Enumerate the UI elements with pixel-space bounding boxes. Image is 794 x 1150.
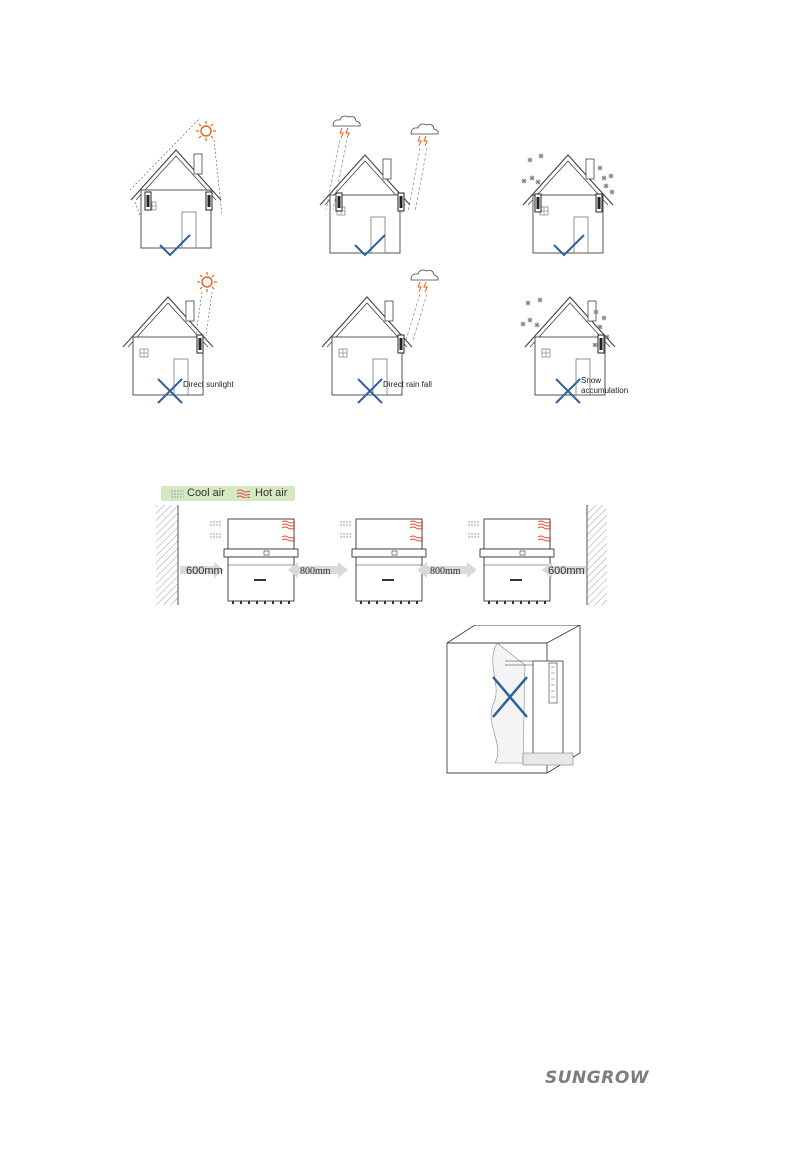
legend-cool-air: Cool air bbox=[187, 487, 225, 499]
sungrow-logo: SUNGROW bbox=[545, 1068, 649, 1088]
right-wall bbox=[587, 505, 607, 605]
distance-between-2: 800mm bbox=[430, 566, 461, 577]
enclosed-installation-figure bbox=[445, 625, 585, 775]
house-sun-correct bbox=[130, 118, 222, 248]
house-snow-correct bbox=[522, 154, 615, 254]
house-rain-wrong bbox=[322, 270, 438, 395]
left-wall bbox=[156, 505, 178, 605]
house-rain-correct bbox=[320, 116, 438, 253]
weather-installation-figure bbox=[0, 0, 794, 420]
air-legend: Cool air Hot air bbox=[161, 486, 295, 501]
inverter-unit bbox=[480, 519, 554, 604]
hot-air-icon bbox=[237, 489, 251, 498]
cool-air-icon bbox=[171, 489, 185, 498]
distance-between-1: 800mm bbox=[300, 566, 331, 577]
house-sun-wrong bbox=[123, 272, 217, 395]
inverter-unit bbox=[352, 519, 426, 604]
legend-hot-air: Hot air bbox=[255, 487, 287, 499]
clearance-diagram bbox=[150, 505, 610, 605]
inverter-unit bbox=[224, 519, 298, 604]
caption-snow-accumulation: Snow accumulation bbox=[581, 376, 636, 396]
distance-right-wall: 600mm bbox=[548, 565, 585, 577]
distance-left-wall: 600mm bbox=[186, 565, 223, 577]
caption-direct-sunlight: Direct sunlight bbox=[183, 380, 234, 390]
caption-direct-rain-fall: Direct rain fall bbox=[383, 380, 432, 390]
